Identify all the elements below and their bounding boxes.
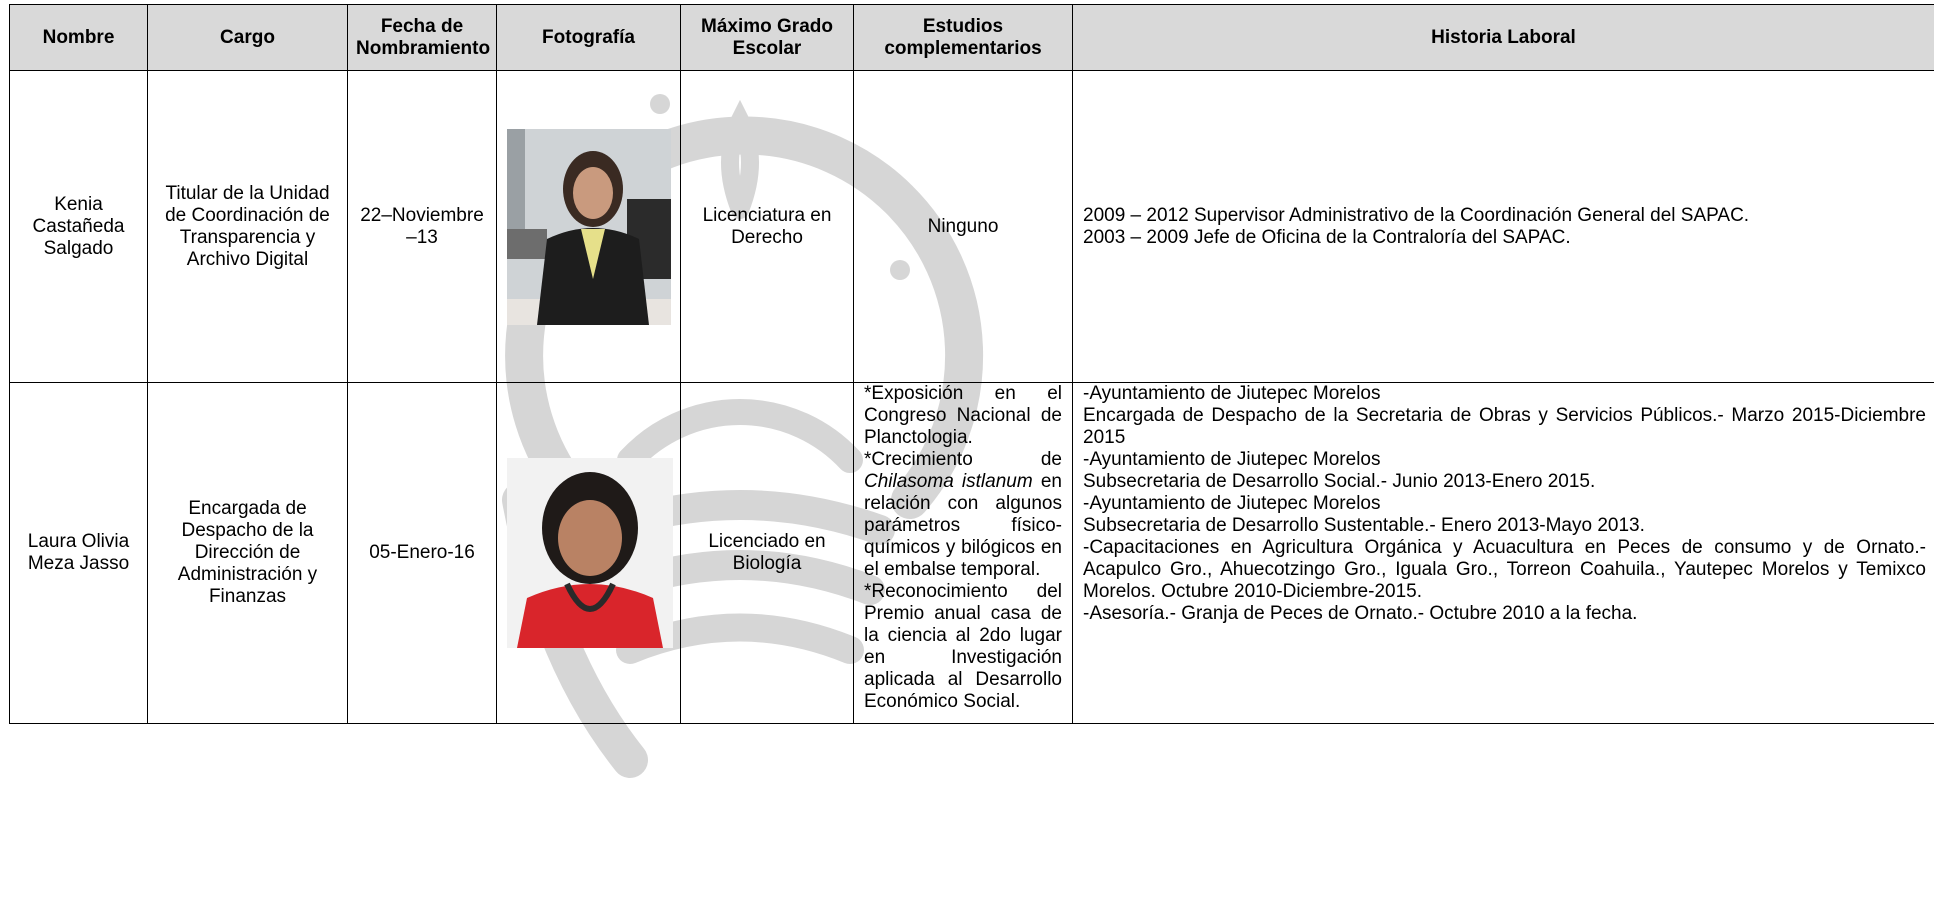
historia-line: -Ayuntamiento de Jiutepec Morelos xyxy=(1083,493,1381,514)
cell-nombre: Laura Olivia Meza Jasso xyxy=(9,382,148,724)
cell-fecha: 05-Enero-16 xyxy=(347,382,497,724)
header-estudios: Estudios complementarios xyxy=(853,4,1073,71)
historia-line: -Asesoría.- Granja de Peces de Ornato.- … xyxy=(1083,603,1638,624)
cell-estudios: *Exposición en el Congreso Nacional de P… xyxy=(853,382,1073,724)
cell-historia: -Ayuntamiento de Jiutepec Morelos Encarg… xyxy=(1072,382,1934,724)
historia-line: -Ayuntamiento de Jiutepec Morelos xyxy=(1083,383,1381,404)
cell-fotografia xyxy=(496,382,681,724)
historia-line: 2009 – 2012 Supervisor Administrativo de… xyxy=(1083,204,1750,226)
historia-line: -Capacitaciones en Agricultura Orgánica … xyxy=(1083,537,1926,602)
person-photo xyxy=(507,128,671,325)
cell-estudios: Ninguno xyxy=(853,70,1073,383)
historia-line: Encargada de Despacho de la Secretaria d… xyxy=(1083,405,1926,448)
header-row: Nombre Cargo Fecha de Nombramiento Fotog… xyxy=(9,4,1934,71)
header-historia: Historia Laboral xyxy=(1072,4,1934,71)
historia-line: Subsecretaria de Desarrollo Social.- Jun… xyxy=(1083,471,1596,492)
estudio-item: *Crecimiento de Chilasoma istlanum en re… xyxy=(864,449,1062,581)
table-row: Kenia Castañeda Salgado Titular de la Un… xyxy=(9,70,1934,383)
estudio-item: *Reconocimiento del Premio anual casa de… xyxy=(864,581,1062,712)
historia-line: Subsecretaria de Desarrollo Sustentable.… xyxy=(1083,515,1645,536)
cell-nombre: Kenia Castañeda Salgado xyxy=(9,70,148,383)
cell-cargo: Titular de la Unidad de Coordinación de … xyxy=(147,70,348,383)
cell-cargo: Encargada de Despacho de la Dirección de… xyxy=(147,382,348,724)
cell-fotografia xyxy=(496,70,681,383)
cell-historia: 2009 – 2012 Supervisor Administrativo de… xyxy=(1072,70,1934,383)
cell-grado: Licenciado en Biología xyxy=(680,382,854,724)
header-cargo: Cargo xyxy=(147,4,348,71)
table-row: Laura Olivia Meza Jasso Encargada de Des… xyxy=(9,382,1934,724)
estudio-item: *Exposición en el Congreso Nacional de P… xyxy=(864,383,1062,448)
cell-grado: Licenciatura en Derecho xyxy=(680,70,854,383)
cell-fecha: 22–Noviembre –13 xyxy=(347,70,497,383)
estudio-text: en relación con algunos parámetros físic… xyxy=(864,471,1062,580)
header-fotografia: Fotografía xyxy=(496,4,681,71)
estudio-text: *Crecimiento de xyxy=(864,449,1062,470)
personnel-table: Nombre Cargo Fecha de Nombramiento Fotog… xyxy=(9,4,1934,724)
historia-line: 2003 – 2009 Jefe de Oficina de la Contra… xyxy=(1083,226,1571,248)
header-nombre: Nombre xyxy=(9,4,148,71)
historia-line: -Ayuntamiento de Jiutepec Morelos xyxy=(1083,449,1381,470)
header-grado: Máximo Grado Escolar xyxy=(680,4,854,71)
species-name: Chilasoma istlanum xyxy=(864,471,1033,492)
header-fecha: Fecha de Nombramiento xyxy=(347,4,497,71)
person-photo xyxy=(507,458,673,648)
